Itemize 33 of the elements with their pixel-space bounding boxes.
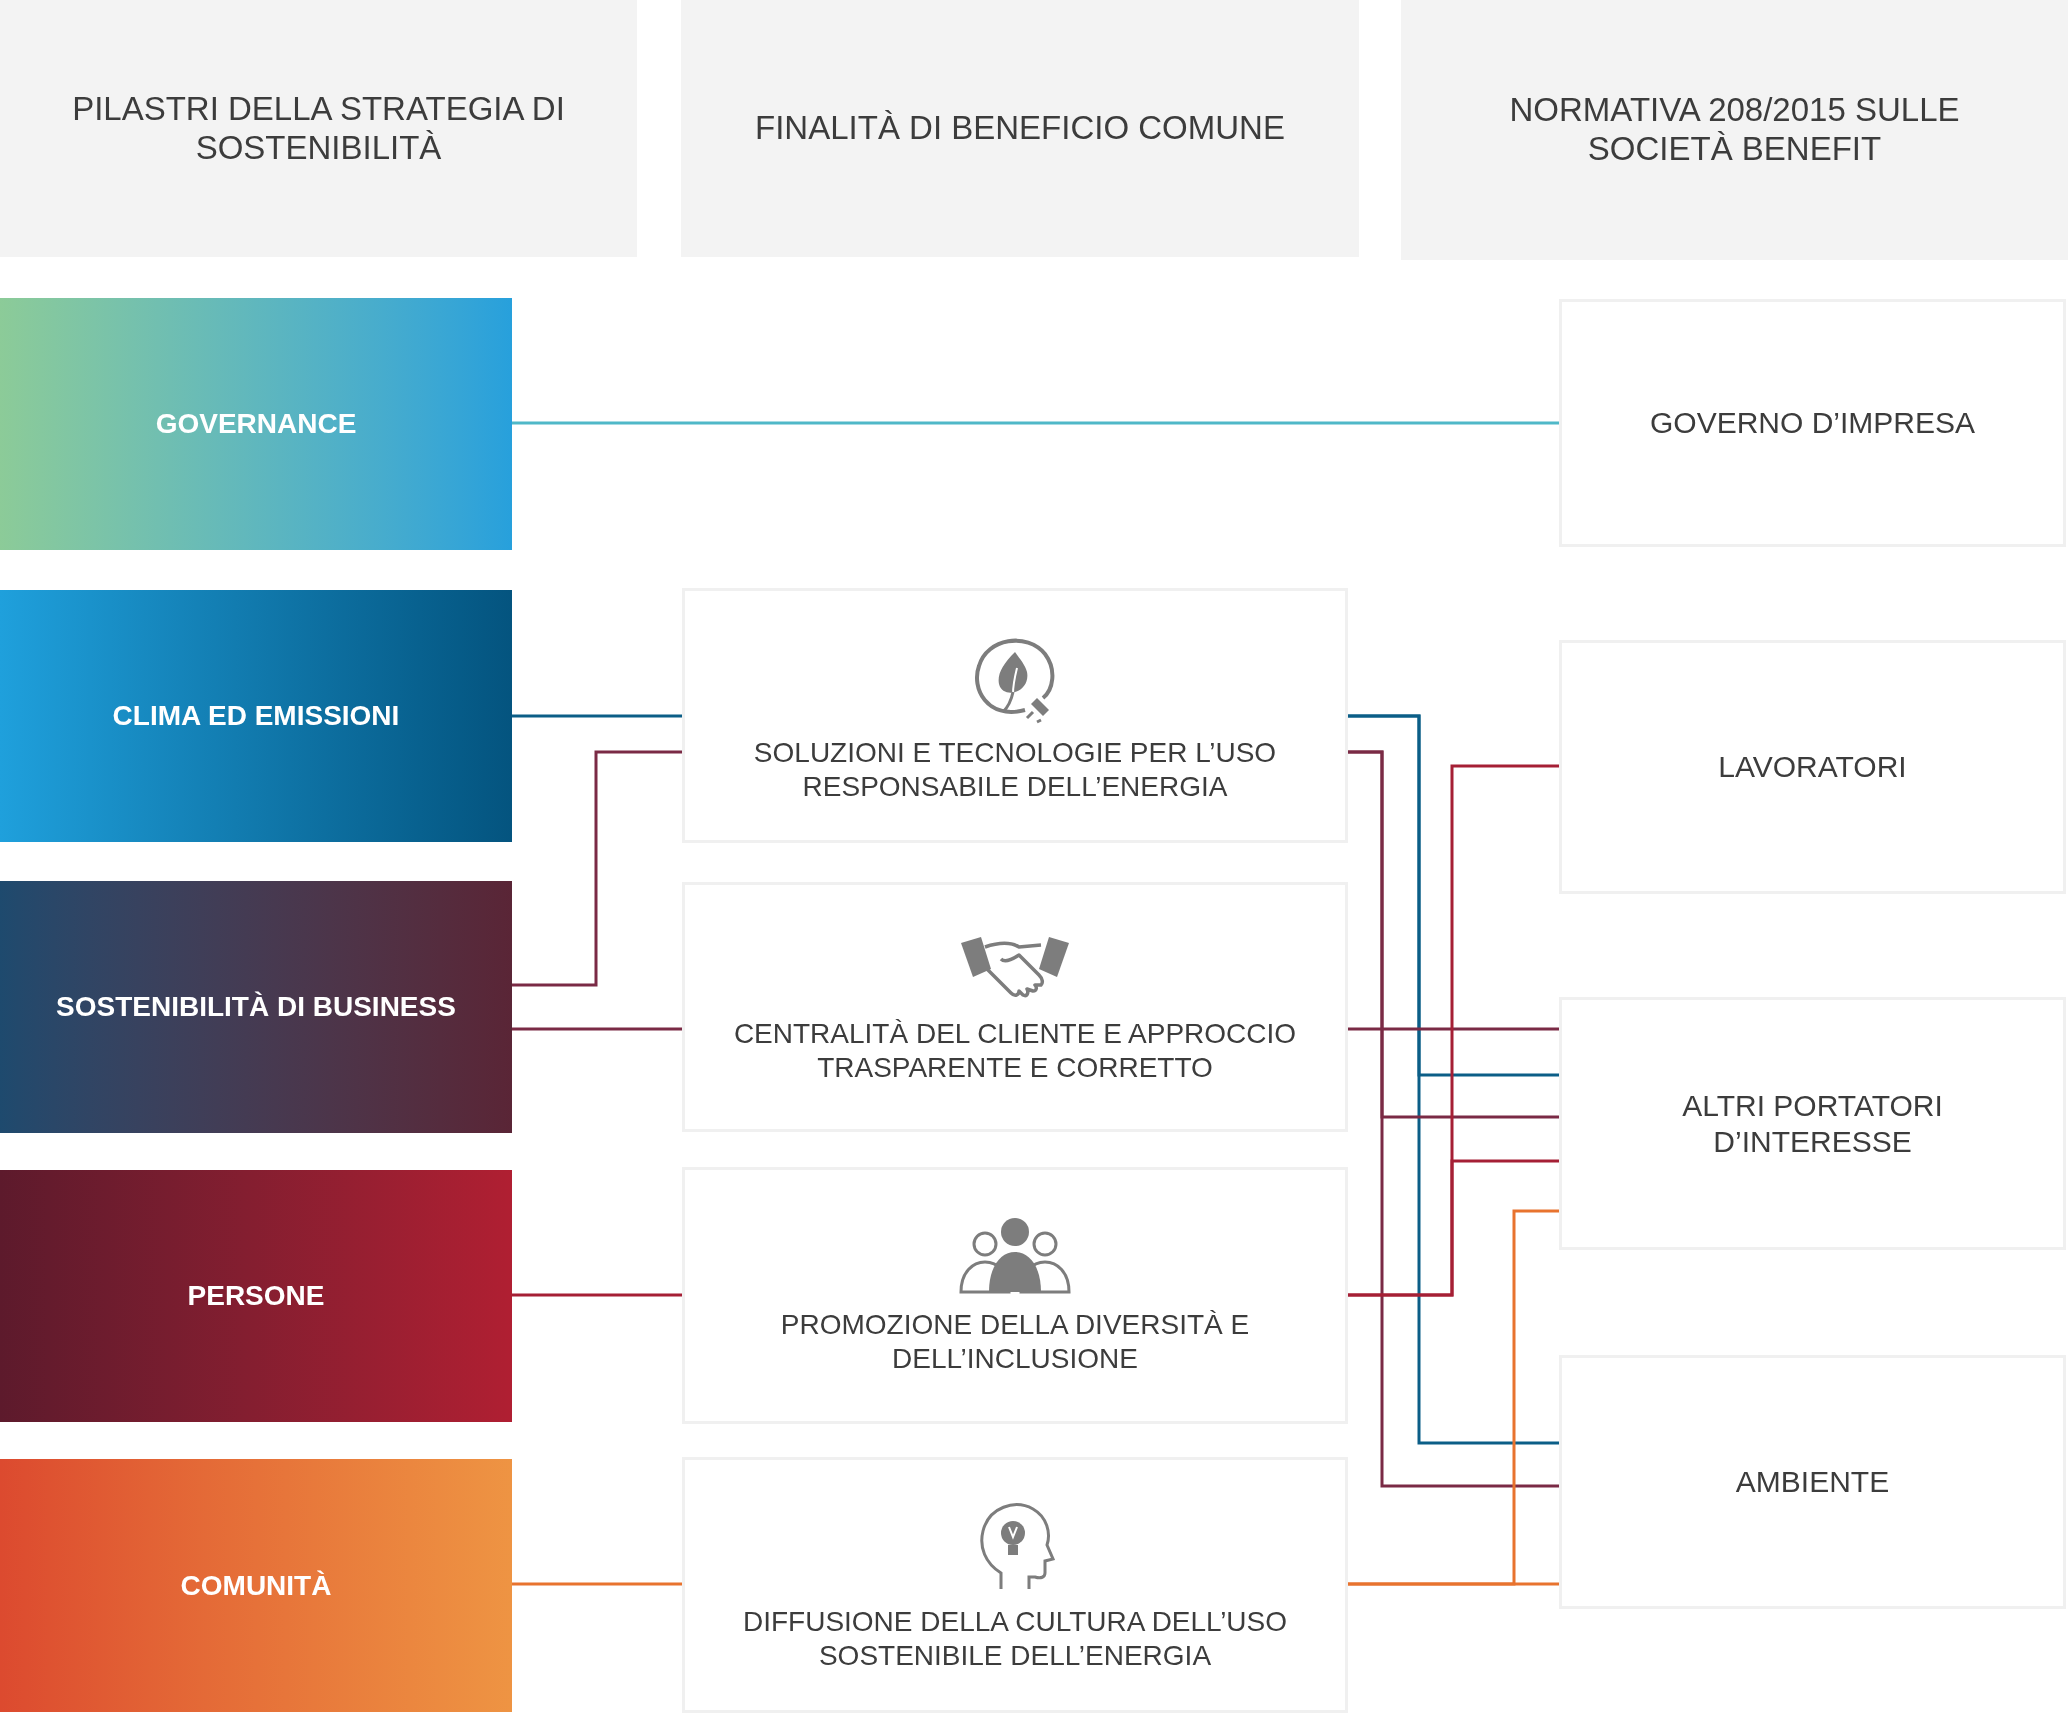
pillar-label: SOSTENIBILITÀ DI BUSINESS — [56, 990, 456, 1024]
header-title: NORMATIVA 208/2015 SULLE SOCIETÀ BENEFIT — [1508, 91, 1961, 169]
pillar-box — [0, 1459, 512, 1712]
pillar-box — [0, 1170, 512, 1422]
header-title: FINALITÀ DI BENEFICIO COMUNE — [755, 109, 1285, 148]
connector-line — [1346, 1027, 1559, 1031]
pillar-label: CLIMA ED EMISSIONI — [112, 699, 400, 733]
goal-label: SOLUZIONI E TECNOLOGIE PER L’USO RESPONSABILE DELL’ENERGIA — [752, 735, 1278, 804]
goal-box — [682, 1457, 1348, 1713]
beneficiary-box — [1559, 299, 2066, 547]
pillar-box — [0, 881, 512, 1133]
connector-line — [1346, 1582, 1559, 1586]
beneficiary-label: LAVORATORI — [1718, 749, 1907, 785]
pillar-label: PERSONE — [187, 1279, 325, 1313]
pillar-box — [0, 590, 512, 842]
goal-label: CENTRALITÀ DEL CLIENTE E APPROCCIO TRASPARENTE E CORRETTO — [732, 1017, 1298, 1085]
beneficiary-label: AMBIENTE — [1735, 1464, 1890, 1500]
connector-line — [512, 750, 682, 987]
beneficiary-box — [1559, 1355, 2066, 1609]
pillar-label: COMUNITÀ — [180, 1568, 332, 1603]
header-title: PILASTRI DELLA STRATEGIA DI SOSTENIBILITÀ — [71, 89, 566, 168]
goal-box — [682, 588, 1348, 843]
beneficiary-label: ALTRI PORTATORI D’INTERESSE — [1681, 1087, 1944, 1160]
pillar-label: GOVERNANCE — [155, 407, 357, 441]
beneficiary-label: GOVERNO D’IMPRESA — [1649, 405, 1976, 441]
goal-label: PROMOZIONE DELLA DIVERSITÀ E DELL’INCLUSIONE — [779, 1307, 1251, 1376]
beneficiary-box — [1559, 997, 2066, 1250]
goal-box — [682, 882, 1348, 1132]
pillar-box — [0, 298, 512, 550]
connector-line — [1348, 1159, 1559, 1297]
goal-box — [682, 1167, 1348, 1424]
goal-label: DIFFUSIONE DELLA CULTURA DELL’USO SOSTENIBILE DELL’ENERGIA — [741, 1605, 1289, 1673]
beneficiary-box — [1559, 640, 2066, 894]
